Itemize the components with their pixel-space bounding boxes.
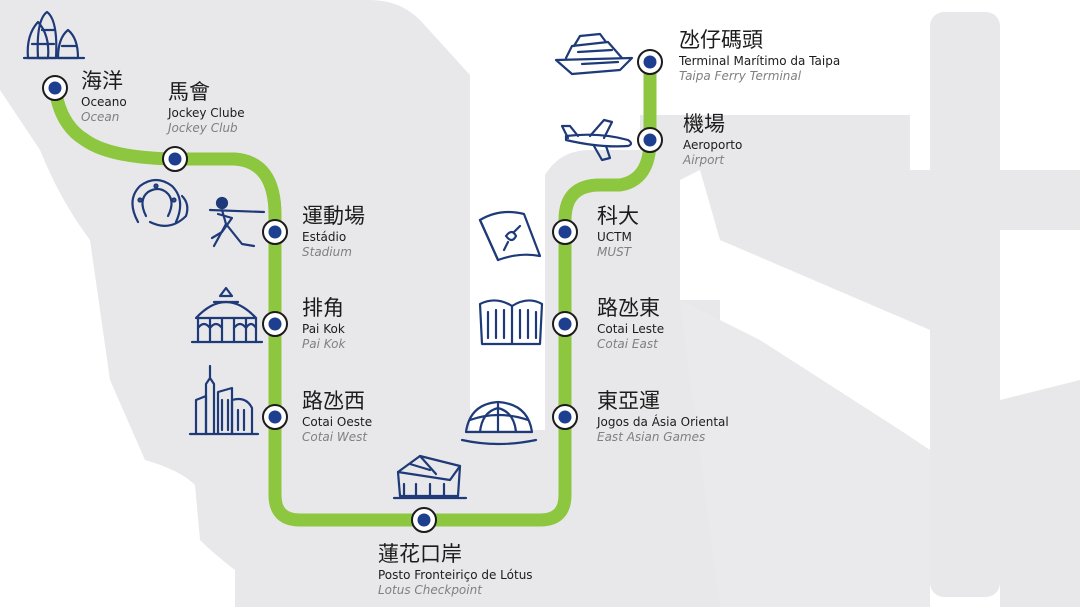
landmark-icons [22, 10, 634, 500]
ocean-gardens-towers-icon [22, 10, 86, 60]
label-uctm: 科大 UCTM MUST [597, 204, 639, 259]
station-name-zh: 機場 [683, 112, 725, 136]
label-cotai-oeste: 路氹西 Cotai Oeste Cotai West [302, 389, 373, 444]
stations [42, 49, 663, 533]
station-cotai-leste[interactable] [552, 311, 578, 337]
land-east-strip [930, 12, 1000, 597]
land-southeast [680, 300, 930, 607]
station-pai-kok[interactable] [262, 311, 288, 337]
horseshoe-icon [131, 178, 189, 227]
route-line [48, 55, 657, 527]
station-name-en: Lotus Checkpoint [378, 583, 482, 597]
station-name-zh: 科大 [597, 204, 639, 228]
station-name-zh: 路氹西 [302, 389, 365, 413]
station-east-asian-games[interactable] [552, 404, 578, 430]
station-ferry-terminal[interactable] [637, 49, 663, 75]
label-jockey-club: 馬會 Jockey Clube Jockey Club [168, 80, 245, 135]
station-name-zh: 蓮花口岸 [378, 542, 462, 566]
station-name-pt: UCTM [597, 230, 632, 244]
label-cotai-leste: 路氹東 Cotai Leste Cotai East [597, 296, 665, 351]
athlete-icon [208, 196, 266, 248]
airplane-icon [560, 118, 633, 162]
station-name-en: Airport [683, 153, 725, 167]
station-name-pt: Cotai Oeste [302, 415, 373, 429]
checkpoint-building-icon [392, 454, 468, 500]
station-aeroporto[interactable] [637, 127, 663, 153]
station-estadio[interactable] [262, 219, 288, 245]
label-pai-kok: 排角 Pai Kok Pai Kok [302, 296, 346, 351]
station-lotus[interactable] [411, 507, 437, 533]
flag-icon [478, 210, 542, 262]
station-name-pt: Jogos da Ásia Oriental [597, 415, 729, 429]
open-book-building-icon [478, 299, 544, 346]
station-name-zh: 東亞運 [597, 389, 660, 413]
label-ferry-terminal: 氹仔碼頭 Terminal Marítimo da Taipa Taipa Fe… [679, 28, 841, 83]
station-name-zh: 路氹東 [597, 296, 660, 320]
label-east-asian-games: 東亞運 Jogos da Ásia Oriental East Asian Ga… [597, 389, 729, 444]
station-uctm[interactable] [552, 219, 578, 245]
land-main [0, 0, 910, 607]
station-name-en: Taipa Ferry Terminal [679, 69, 802, 83]
station-name-zh: 馬會 [168, 80, 210, 104]
station-name-en: Pai Kok [302, 337, 346, 351]
station-name-pt: Terminal Marítimo da Taipa [679, 54, 841, 68]
station-name-pt: Posto Fronteiriço de Lótus [378, 568, 533, 582]
station-name-pt: Pai Kok [302, 322, 345, 336]
station-jockey-club[interactable] [162, 146, 188, 172]
station-name-en: Ocean [81, 110, 120, 124]
station-name-pt: Cotai Leste [597, 322, 665, 336]
dome-icon [460, 400, 538, 446]
station-name-zh: 氹仔碼頭 [679, 28, 763, 52]
skyscrapers-icon [188, 364, 260, 436]
label-estadio: 運動場 Estádio Stadium [302, 204, 365, 259]
station-oceano[interactable] [42, 75, 68, 101]
label-aeroporto: 機場 Aeroporto Airport [683, 112, 743, 167]
station-cotai-oeste[interactable] [262, 404, 288, 430]
station-name-zh: 運動場 [302, 204, 365, 228]
station-name-pt: Jockey Clube [168, 106, 245, 120]
station-name-pt: Aeroporto [683, 138, 743, 152]
land-east-runway [700, 170, 1080, 330]
ferry-icon [554, 32, 634, 76]
station-name-pt: Oceano [81, 95, 127, 109]
station-name-en: Stadium [302, 245, 352, 259]
land-far-east [1000, 380, 1080, 607]
station-name-en: MUST [597, 245, 632, 259]
station-name-en: Cotai West [302, 430, 368, 444]
station-name-zh: 海洋 [81, 69, 123, 93]
pavilion-icon [190, 286, 264, 344]
station-name-pt: Estádio [302, 230, 347, 244]
label-lotus: 蓮花口岸 Posto Fronteiriço de Lótus Lotus Ch… [378, 542, 533, 597]
station-name-zh: 排角 [302, 296, 344, 320]
label-oceano: 海洋 Oceano Ocean [81, 69, 127, 124]
station-name-en: Jockey Club [168, 121, 238, 135]
station-name-en: East Asian Games [597, 430, 706, 444]
station-name-en: Cotai East [597, 337, 658, 351]
